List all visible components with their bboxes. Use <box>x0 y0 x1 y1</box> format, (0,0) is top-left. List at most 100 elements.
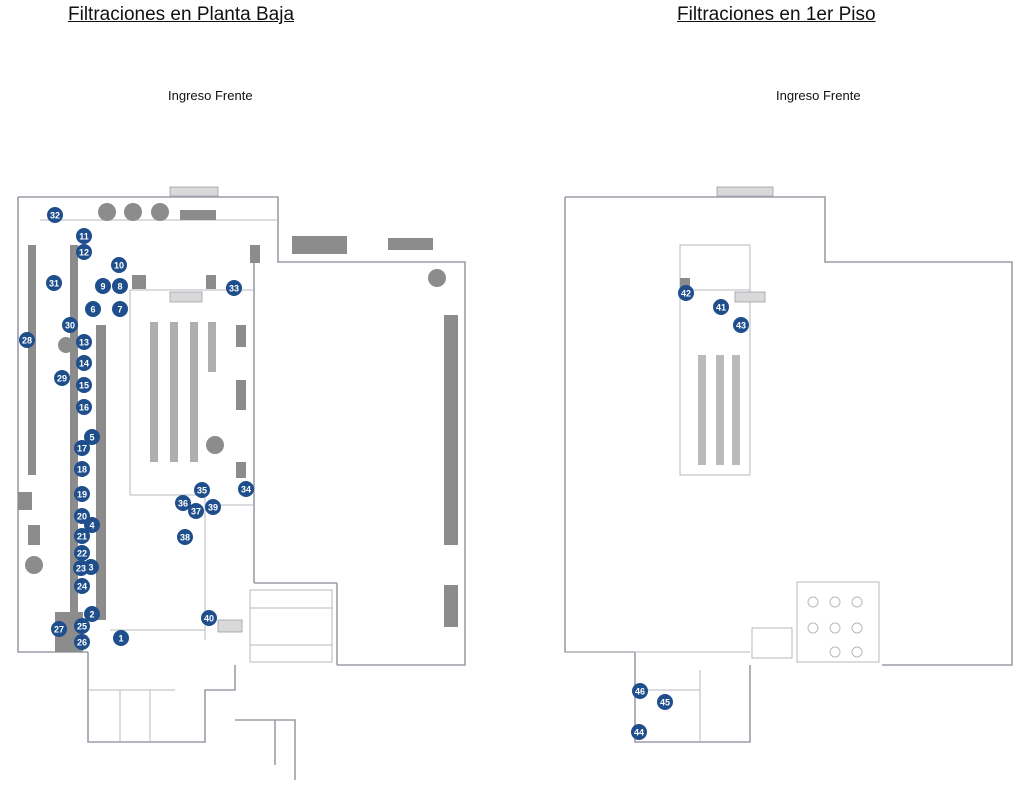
leak-marker-36: 36 <box>175 495 191 511</box>
leak-marker-label: 27 <box>54 625 64 635</box>
leak-marker-11: 11 <box>76 228 92 244</box>
leak-marker-13: 13 <box>76 334 92 350</box>
leak-marker-21: 21 <box>74 528 90 544</box>
leak-marker-label: 9 <box>100 282 105 292</box>
leak-marker-7: 7 <box>112 301 128 317</box>
leak-marker-44: 44 <box>631 724 647 740</box>
leak-marker-30: 30 <box>62 317 78 333</box>
leak-marker-12: 12 <box>76 244 92 260</box>
leak-marker-label: 37 <box>191 507 201 517</box>
leak-marker-label: 42 <box>681 289 691 299</box>
leak-marker-label: 46 <box>635 687 645 697</box>
leak-marker-label: 16 <box>79 403 89 413</box>
outer-wall <box>18 196 466 666</box>
front-entrance-grille <box>716 186 774 197</box>
leak-marker-label: 40 <box>204 614 214 624</box>
leak-marker-34: 34 <box>238 481 254 497</box>
rack-area <box>150 322 246 478</box>
leak-marker-32: 32 <box>47 207 63 223</box>
leak-marker-label: 35 <box>197 486 207 496</box>
right-plan-title: Filtraciones en 1er Piso <box>677 4 876 25</box>
leak-marker-label: 6 <box>90 305 95 315</box>
leak-marker-23: 23 <box>73 560 89 576</box>
right-entrance-label: Ingreso Frente <box>776 88 861 103</box>
leak-marker-17: 17 <box>74 440 90 456</box>
leak-marker-label: 11 <box>79 232 89 242</box>
leak-marker-label: 19 <box>77 490 87 500</box>
leak-marker-26: 26 <box>74 634 90 650</box>
leak-marker-label: 5 <box>89 433 94 443</box>
leak-marker-39: 39 <box>205 499 221 515</box>
leak-marker-6: 6 <box>85 301 101 317</box>
leak-marker-label: 17 <box>77 444 87 454</box>
left-plan-title: Filtraciones en Planta Baja <box>68 4 295 25</box>
leak-marker-22: 22 <box>74 545 90 561</box>
leak-marker-28: 28 <box>19 332 35 348</box>
leak-marker-label: 41 <box>716 303 726 313</box>
leak-marker-38: 38 <box>177 529 193 545</box>
leak-marker-label: 18 <box>77 465 87 475</box>
leak-marker-42: 42 <box>678 285 694 301</box>
leak-marker-label: 34 <box>241 485 251 495</box>
leak-marker-33: 33 <box>226 280 242 296</box>
leak-marker-label: 33 <box>229 284 239 294</box>
leak-marker-label: 29 <box>57 374 67 384</box>
mezzanine-racks <box>698 355 740 465</box>
leak-marker-25: 25 <box>74 618 90 634</box>
leak-marker-10: 10 <box>111 257 127 273</box>
outer-wall <box>565 196 1013 666</box>
leak-marker-20: 20 <box>74 508 90 524</box>
leak-marker-label: 24 <box>77 582 87 592</box>
leak-marker-label: 10 <box>114 261 124 271</box>
leak-marker-35: 35 <box>194 482 210 498</box>
leak-marker-label: 15 <box>79 381 89 391</box>
leak-marker-label: 44 <box>634 728 644 738</box>
leak-marker-label: 8 <box>117 282 122 292</box>
leak-marker-label: 4 <box>89 521 94 531</box>
leak-marker-label: 22 <box>77 549 87 559</box>
leak-marker-label: 32 <box>50 211 60 221</box>
leak-marker-label: 1 <box>118 634 123 644</box>
front-entrance-grille <box>169 186 219 197</box>
leak-marker-label: 43 <box>736 321 746 331</box>
leak-marker-label: 31 <box>49 279 59 289</box>
ground-floor-plan <box>17 186 466 780</box>
leak-marker-label: 45 <box>660 698 670 708</box>
leak-marker-label: 7 <box>117 305 122 315</box>
leak-marker-29: 29 <box>54 370 70 386</box>
leak-marker-41: 41 <box>713 299 729 315</box>
leak-marker-label: 20 <box>77 512 87 522</box>
leak-marker-label: 39 <box>208 503 218 513</box>
leak-marker-37: 37 <box>188 503 204 519</box>
leak-marker-31: 31 <box>46 275 62 291</box>
leak-marker-label: 25 <box>77 622 87 632</box>
leak-marker-24: 24 <box>74 578 90 594</box>
leak-marker-9: 9 <box>95 278 111 294</box>
leak-marker-19: 19 <box>74 486 90 502</box>
leak-marker-15: 15 <box>76 377 92 393</box>
leak-marker-8: 8 <box>112 278 128 294</box>
leak-marker-label: 23 <box>76 564 86 574</box>
leak-marker-label: 2 <box>89 610 94 620</box>
leak-marker-46: 46 <box>632 683 648 699</box>
first-floor-plan <box>564 186 1013 743</box>
leak-marker-label: 14 <box>79 359 89 369</box>
leak-marker-16: 16 <box>76 399 92 415</box>
leak-marker-label: 38 <box>180 533 190 543</box>
leak-marker-label: 36 <box>178 499 188 509</box>
leak-marker-40: 40 <box>201 610 217 626</box>
leak-marker-label: 3 <box>88 563 93 573</box>
leak-marker-label: 21 <box>77 532 87 542</box>
leak-marker-14: 14 <box>76 355 92 371</box>
leak-marker-27: 27 <box>51 621 67 637</box>
leak-marker-45: 45 <box>657 694 673 710</box>
leak-marker-18: 18 <box>74 461 90 477</box>
leak-marker-43: 43 <box>733 317 749 333</box>
leak-marker-5: 5 <box>84 429 100 445</box>
left-entrance-label: Ingreso Frente <box>168 88 253 103</box>
leak-marker-label: 26 <box>77 638 87 648</box>
leak-marker-label: 28 <box>22 336 32 346</box>
leak-marker-1: 1 <box>113 630 129 646</box>
